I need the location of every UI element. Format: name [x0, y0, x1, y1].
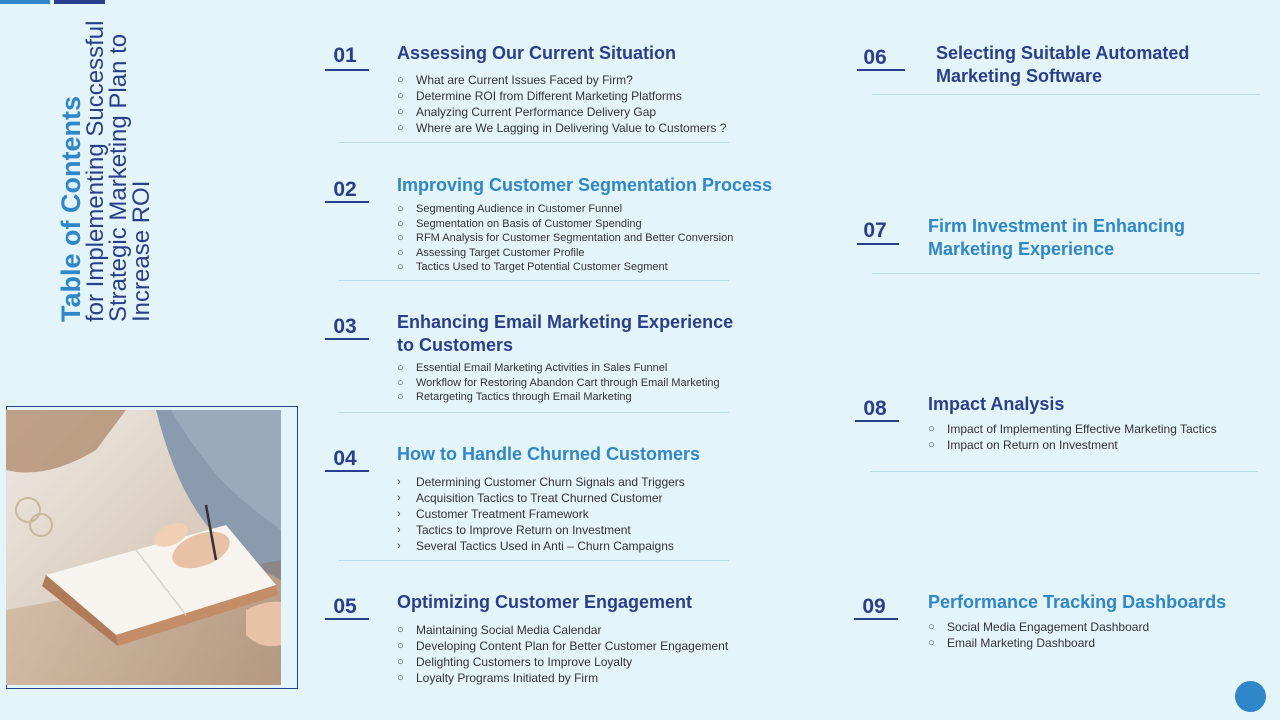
section-item-list: ○Maintaining Social Media Calendar ○Deve… [397, 622, 728, 686]
section-number: 05 [333, 595, 357, 618]
section-number-underline [325, 69, 369, 71]
section-title[interactable]: Optimizing Customer Engagement [397, 592, 693, 612]
list-item: ›Tactics to Improve Return on Investment [397, 523, 631, 537]
list-item: ○Analyzing Current Performance Delivery … [397, 105, 657, 119]
section-item-list: ›Determining Customer Churn Signals and … [397, 474, 685, 554]
section-title[interactable]: Selecting Suitable Automated Marketing S… [936, 42, 1189, 88]
section-number-underline [325, 470, 369, 472]
list-item: ○Determine ROI from Different Marketing … [397, 89, 682, 103]
notebook-writing-photo [6, 410, 281, 685]
navigation-circle-button[interactable] [1235, 681, 1266, 712]
list-item: ○Loyalty Programs Initiated by Firm [397, 671, 599, 685]
photo-illustration [6, 410, 281, 685]
section-title-line-1: Firm Investment in Enhancing [928, 216, 1186, 236]
list-item: ○Maintaining Social Media Calendar [397, 623, 602, 637]
section-number-underline [325, 618, 369, 620]
section-title-line-2: Marketing Software [936, 66, 1103, 86]
list-item: ○Assessing Target Customer Profile [397, 246, 585, 259]
section-number: 03 [333, 315, 357, 338]
list-item: ›Acquisition Tactics to Treat Churned Cu… [397, 491, 663, 505]
section-title[interactable]: Performance Tracking Dashboards [928, 592, 1227, 612]
list-item: ○Segmenting Audience in Customer Funnel [397, 203, 623, 215]
section-divider [870, 471, 1258, 472]
section-divider [339, 142, 729, 143]
section-number-underline [855, 420, 899, 422]
list-item: ○Tactics Used to Target Potential Custom… [397, 261, 668, 273]
list-item: ○Essential Email Marketing Activities in… [397, 362, 668, 374]
list-item: ○Retargeting Tactics through Email Marke… [397, 391, 632, 403]
list-item: ○Where are We Lagging in Delivering Valu… [397, 121, 727, 135]
list-item: ›Customer Treatment Framework [397, 507, 589, 521]
section-title-line-1: Enhancing Email Marketing Experience [397, 312, 734, 332]
section-divider [339, 280, 729, 281]
page-title-block: Table of Contents for Implementing Succe… [56, 0, 168, 322]
section-item-list: ○Segmenting Audience in Customer Funnel … [397, 202, 733, 275]
list-item: ○Impact on Return on Investment [928, 438, 1118, 452]
section-item-list: ○Essential Email Marketing Activities in… [397, 361, 720, 405]
section-number: 08 [863, 397, 887, 420]
section-number: 04 [333, 447, 357, 470]
list-item: ○Impact of Implementing Effective Market… [928, 422, 1217, 436]
section-title-line-2: to Customers [397, 335, 514, 355]
section-divider [339, 560, 729, 561]
section-item-list: ○Social Media Engagement Dashboard ○Emai… [928, 619, 1149, 651]
section-title[interactable]: Assessing Our Current Situation [397, 43, 677, 63]
section-number-underline [857, 69, 905, 71]
section-number: 07 [863, 219, 887, 242]
section-item-list: ○What are Current Issues Faced by Firm? … [397, 72, 726, 136]
top-accent-bar-navy [54, 0, 105, 4]
list-item: ○Workflow for Restoring Abandon Cart thr… [397, 376, 720, 389]
list-item: ○Delighting Customers to Improve Loyalty [397, 655, 633, 669]
page-subtitle: for Implementing Successful Strategic Ma… [82, 20, 155, 322]
section-number: 02 [333, 178, 357, 201]
list-item: ○Social Media Engagement Dashboard [928, 620, 1150, 634]
section-number: 01 [333, 44, 357, 67]
section-item-list: ○Impact of Implementing Effective Market… [928, 421, 1217, 453]
section-number: 09 [862, 595, 886, 618]
list-item: ○Developing Content Plan for Better Cust… [397, 639, 729, 653]
list-item: ›Determining Customer Churn Signals and … [397, 475, 685, 489]
section-title[interactable]: Impact Analysis [928, 394, 1065, 414]
section-title-line-2: Marketing Experience [928, 239, 1115, 259]
section-divider [339, 412, 729, 413]
list-item: ○Segmentation on Basis of Customer Spend… [397, 217, 642, 230]
section-number-underline [325, 201, 369, 203]
section-divider [872, 94, 1260, 95]
section-title[interactable]: Improving Customer Segmentation Process [397, 175, 773, 195]
list-item: ○RFM Analysis for Customer Segmentation … [397, 232, 734, 244]
section-title[interactable]: Enhancing Email Marketing Experience to … [397, 311, 733, 357]
list-item: ›Several Tactics Used in Anti – Churn Ca… [397, 539, 674, 553]
list-item: ○What are Current Issues Faced by Firm? [397, 73, 633, 87]
section-title-line-1: Selecting Suitable Automated [936, 43, 1190, 63]
section-divider [872, 273, 1260, 274]
section-number-underline [325, 338, 369, 340]
section-title[interactable]: Firm Investment in Enhancing Marketing E… [928, 215, 1185, 261]
section-number-underline [857, 243, 899, 245]
top-accent-bar-blue [0, 0, 50, 4]
section-number-underline [854, 618, 898, 620]
list-item: ○Email Marketing Dashboard [928, 636, 1096, 650]
section-number: 06 [863, 46, 887, 69]
page-title: Table of Contents [56, 96, 86, 322]
section-title[interactable]: How to Handle Churned Customers [397, 444, 701, 464]
